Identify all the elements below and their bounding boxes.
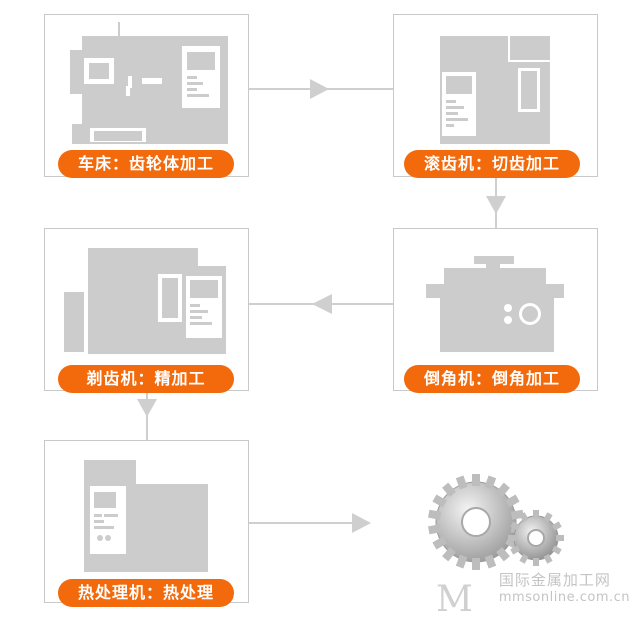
svg-text:M: M (436, 579, 472, 617)
connector-5-result (249, 522, 364, 524)
arrow-down-icon (137, 399, 157, 417)
step-label-chamfering-machine: 倒角机：倒角加工 (404, 365, 580, 393)
hobbing-machine-icon (440, 36, 550, 144)
step-label-hobbing-machine: 滚齿机：切齿加工 (404, 150, 580, 178)
arrow-down-icon (486, 196, 506, 214)
arrow-left-icon (312, 294, 332, 314)
step-label-shaving-machine: 剃齿机：精加工 (58, 365, 234, 393)
shaving-machine-icon (64, 248, 226, 354)
gears-icon (428, 474, 564, 570)
watermark: 国际金属加工网 mmsonline.com.cn (499, 569, 630, 605)
heat-treatment-machine-icon (84, 460, 208, 572)
step-label-heat-treatment-machine: 热处理机：热处理 (58, 579, 234, 607)
chamfering-machine-icon (426, 256, 564, 352)
step-label-lathe: 车床：齿轮体加工 (58, 150, 234, 178)
watermark-cn: 国际金属加工网 (498, 571, 611, 589)
watermark-en: mmsonline.com.cn (498, 590, 630, 605)
watermark-logo-icon: M (436, 579, 472, 617)
lathe-icon (70, 22, 228, 144)
arrow-right-icon (352, 513, 371, 533)
arrow-right-icon (310, 79, 329, 99)
